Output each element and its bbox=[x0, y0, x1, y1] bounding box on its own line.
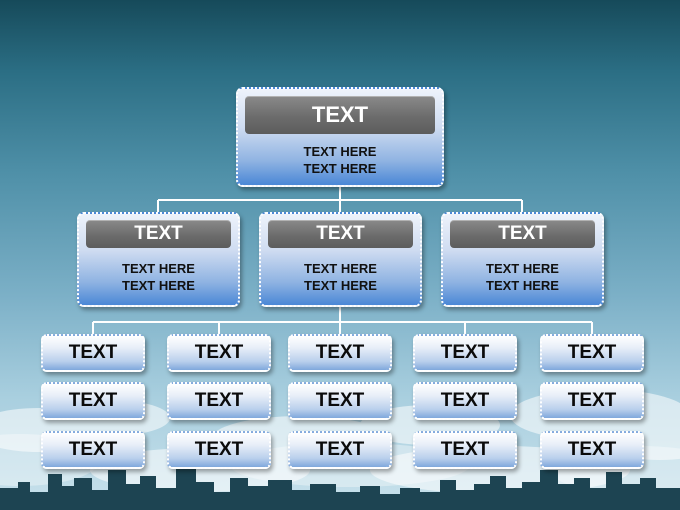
level2-node-line-2: TEXT HERE bbox=[122, 278, 195, 293]
leaf-node-c1-r3: TEXT bbox=[41, 431, 145, 469]
level2-node-line-1: TEXT HERE bbox=[304, 261, 377, 276]
root-node-line-2: TEXT HERE bbox=[303, 161, 377, 176]
leaf-node-c2-r3: TEXT bbox=[167, 431, 271, 469]
level2-node-text: TEXT HERE TEXT HERE bbox=[261, 260, 420, 294]
level2-node-line-2: TEXT HERE bbox=[486, 278, 559, 293]
level2-node-title: TEXT bbox=[268, 220, 413, 248]
leaf-node-c3-r2: TEXT bbox=[288, 382, 392, 420]
level2-node-title: TEXT bbox=[86, 220, 231, 248]
root-node-title: TEXT bbox=[245, 96, 435, 134]
leaf-node-c5-r2: TEXT bbox=[540, 382, 644, 420]
level2-node-3: TEXT TEXT HERE TEXT HERE bbox=[441, 212, 604, 307]
leaf-node-c5-r1: TEXT bbox=[540, 334, 644, 372]
level2-node-text: TEXT HERE TEXT HERE bbox=[79, 260, 238, 294]
root-node-line-1: TEXT HERE bbox=[303, 144, 377, 159]
level2-node-line-2: TEXT HERE bbox=[304, 278, 377, 293]
level2-node-line-1: TEXT HERE bbox=[486, 261, 559, 276]
level2-node-title: TEXT bbox=[450, 220, 595, 248]
leaf-node-c1-r1: TEXT bbox=[41, 334, 145, 372]
leaf-node-c5-r3: TEXT bbox=[540, 431, 644, 469]
leaf-node-c3-r3: TEXT bbox=[288, 431, 392, 469]
root-node-text: TEXT HERE TEXT HERE bbox=[238, 143, 442, 177]
root-node: TEXT TEXT HERE TEXT HERE bbox=[236, 87, 444, 187]
leaf-node-c1-r2: TEXT bbox=[41, 382, 145, 420]
leaf-node-c2-r2: TEXT bbox=[167, 382, 271, 420]
leaf-node-c4-r3: TEXT bbox=[413, 431, 517, 469]
level2-node-line-1: TEXT HERE bbox=[122, 261, 195, 276]
leaf-node-c3-r1: TEXT bbox=[288, 334, 392, 372]
level2-node-2: TEXT TEXT HERE TEXT HERE bbox=[259, 212, 422, 307]
leaf-node-c2-r1: TEXT bbox=[167, 334, 271, 372]
leaf-node-c4-r2: TEXT bbox=[413, 382, 517, 420]
leaf-node-c4-r1: TEXT bbox=[413, 334, 517, 372]
level2-node-1: TEXT TEXT HERE TEXT HERE bbox=[77, 212, 240, 307]
level2-node-text: TEXT HERE TEXT HERE bbox=[443, 260, 602, 294]
